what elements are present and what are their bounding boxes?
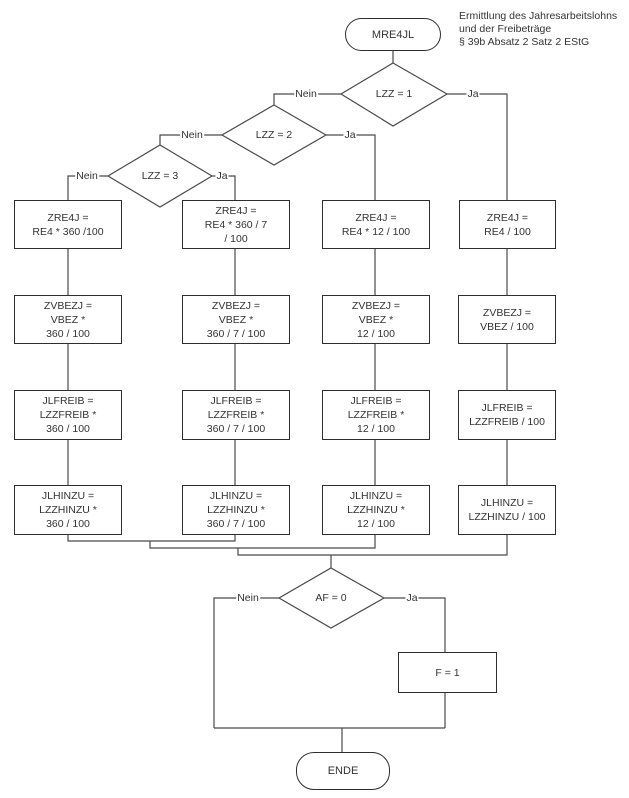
col1-zvbezj-box: ZVBEZJ = VBEZ * 360 / 100 <box>14 295 122 344</box>
decision-af0-shape <box>277 567 386 629</box>
col4-jlhinzu-box: JLHINZU = LZZHINZU / 100 <box>458 485 556 535</box>
decision-lzz3-shape <box>106 144 214 208</box>
col2-jlfreib-box: JLFREIB = LZZFREIB * 360 / 7 / 100 <box>182 390 290 440</box>
col3-zre4j-box: ZRE4J = RE4 * 12 / 100 <box>322 200 430 249</box>
title-line-3: § 39b Absatz 2 Satz 2 EStG <box>459 36 590 48</box>
title-line-2: und der Freibeträge <box>459 23 552 35</box>
title-line-1: Ermittlung des Jahresarbeitslohns <box>459 10 618 22</box>
merge-col12-col3 <box>149 534 376 549</box>
decision-af0-no-label: Nein <box>236 592 260 604</box>
col2-jlhinzu-box: JLHINZU = LZZHINZU * 360 / 7 / 100 <box>182 485 290 535</box>
decision-lzz1-no-label: Nein <box>294 88 318 100</box>
decision-lzz2-no-label: Nein <box>180 129 204 141</box>
merge-col123-col4 <box>237 534 508 556</box>
decision-lzz2-label: LZZ = 2 <box>255 129 293 141</box>
connector-lzz1-ja <box>447 93 508 200</box>
f-step-box: F = 1 <box>398 652 497 693</box>
merge-col1-col2 <box>67 534 236 542</box>
start-terminator: MRE4JL <box>345 18 441 51</box>
col2-zvbezj-box: ZVBEZJ = VBEZ * 360 / 7 / 100 <box>182 295 290 344</box>
col1-jlhinzu-box: JLHINZU = LZZHINZU * 360 / 100 <box>14 485 122 535</box>
decision-af0-yes-label: Ja <box>405 592 419 604</box>
connector-af0-ja <box>384 597 446 652</box>
decision-lzz1-yes-label: Ja <box>466 88 480 100</box>
connector-lzz1-nein <box>273 93 341 105</box>
decision-lzz2-shape <box>220 104 328 166</box>
diagram-title-note: Ermittlung des Jahresarbeitslohns und de… <box>459 10 617 49</box>
end-terminator: ENDE <box>296 752 390 790</box>
decision-af0-label: AF = 0 <box>315 592 347 604</box>
decision-lzz1-shape <box>339 62 449 127</box>
col3-zvbezj-box: ZVBEZJ = VBEZ * 12 / 100 <box>322 295 430 344</box>
decision-lzz3-no-label: Nein <box>75 170 99 182</box>
col3-jlfreib-box: JLFREIB = LZZFREIB * 12 / 100 <box>322 390 430 440</box>
connector-lzz2-ja <box>326 134 376 200</box>
decision-lzz2-yes-label: Ja <box>343 129 357 141</box>
decision-lzz3-label: LZZ = 3 <box>141 170 179 182</box>
connector-af0-nein <box>213 597 279 728</box>
col1-jlfreib-box: JLFREIB = LZZFREIB * 360 / 100 <box>14 390 122 440</box>
col4-zre4j-box: ZRE4J = RE4 / 100 <box>459 200 556 249</box>
col4-jlfreib-box: JLFREIB = LZZFREIB / 100 <box>458 390 556 440</box>
col3-jlhinzu-box: JLHINZU = LZZHINZU * 12 / 100 <box>322 485 430 535</box>
col1-zre4j-box: ZRE4J = RE4 * 360 /100 <box>14 200 122 249</box>
col4-zvbezj-box: ZVBEZJ = VBEZ / 100 <box>458 295 556 344</box>
decision-lzz1-label: LZZ = 1 <box>375 88 413 100</box>
decision-lzz3-yes-label: Ja <box>215 170 229 182</box>
col2-zre4j-box: ZRE4J = RE4 * 360 / 7 / 100 <box>182 200 290 249</box>
